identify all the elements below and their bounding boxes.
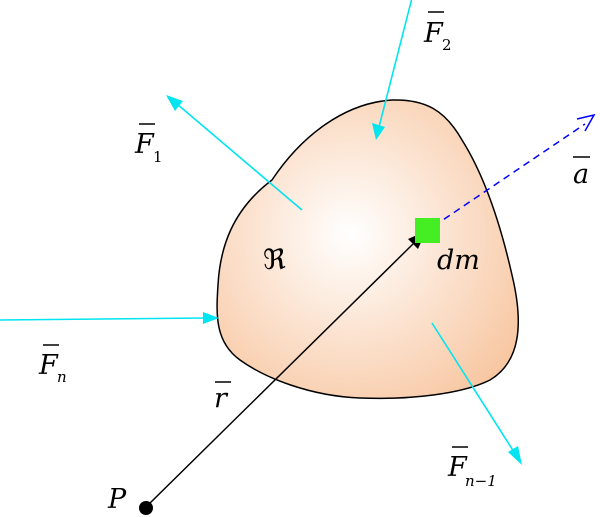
force-2-arrow [372,0,413,140]
acceleration-label: a [573,156,590,190]
force-n-label: F n [38,344,67,386]
origin-point-dot [139,501,153,515]
force-2-label-main: F [423,18,444,49]
force-n-minus-1-label-sub: n−1 [465,472,497,490]
force-n-label-sub: n [57,368,67,386]
rigid-body-region [216,99,520,400]
force-1-arrow [166,95,303,211]
body-label: ℜ [263,243,286,276]
mass-element-label: dm [437,245,480,276]
acceleration-label-text: a [573,159,589,190]
force-1-label-main: F [134,129,155,160]
force-n-arrow [0,312,219,324]
force-n-minus-1-arrow [431,322,522,465]
force-2-label: F 2 [423,11,452,54]
position-vector-label: r [214,381,231,414]
mass-element-square [415,218,440,243]
force-1-label-sub: 1 [153,148,163,166]
force-n-minus-1-label: F n−1 [447,446,497,490]
force-2-label-sub: 2 [442,36,452,54]
origin-point-label: P [107,484,127,515]
force-n-label-main: F [38,350,59,381]
acceleration-arrow [433,113,596,227]
force-1-label: F 1 [134,123,163,166]
position-vector-label-text: r [214,383,229,414]
force-n-minus-1-label-main: F [447,452,468,483]
